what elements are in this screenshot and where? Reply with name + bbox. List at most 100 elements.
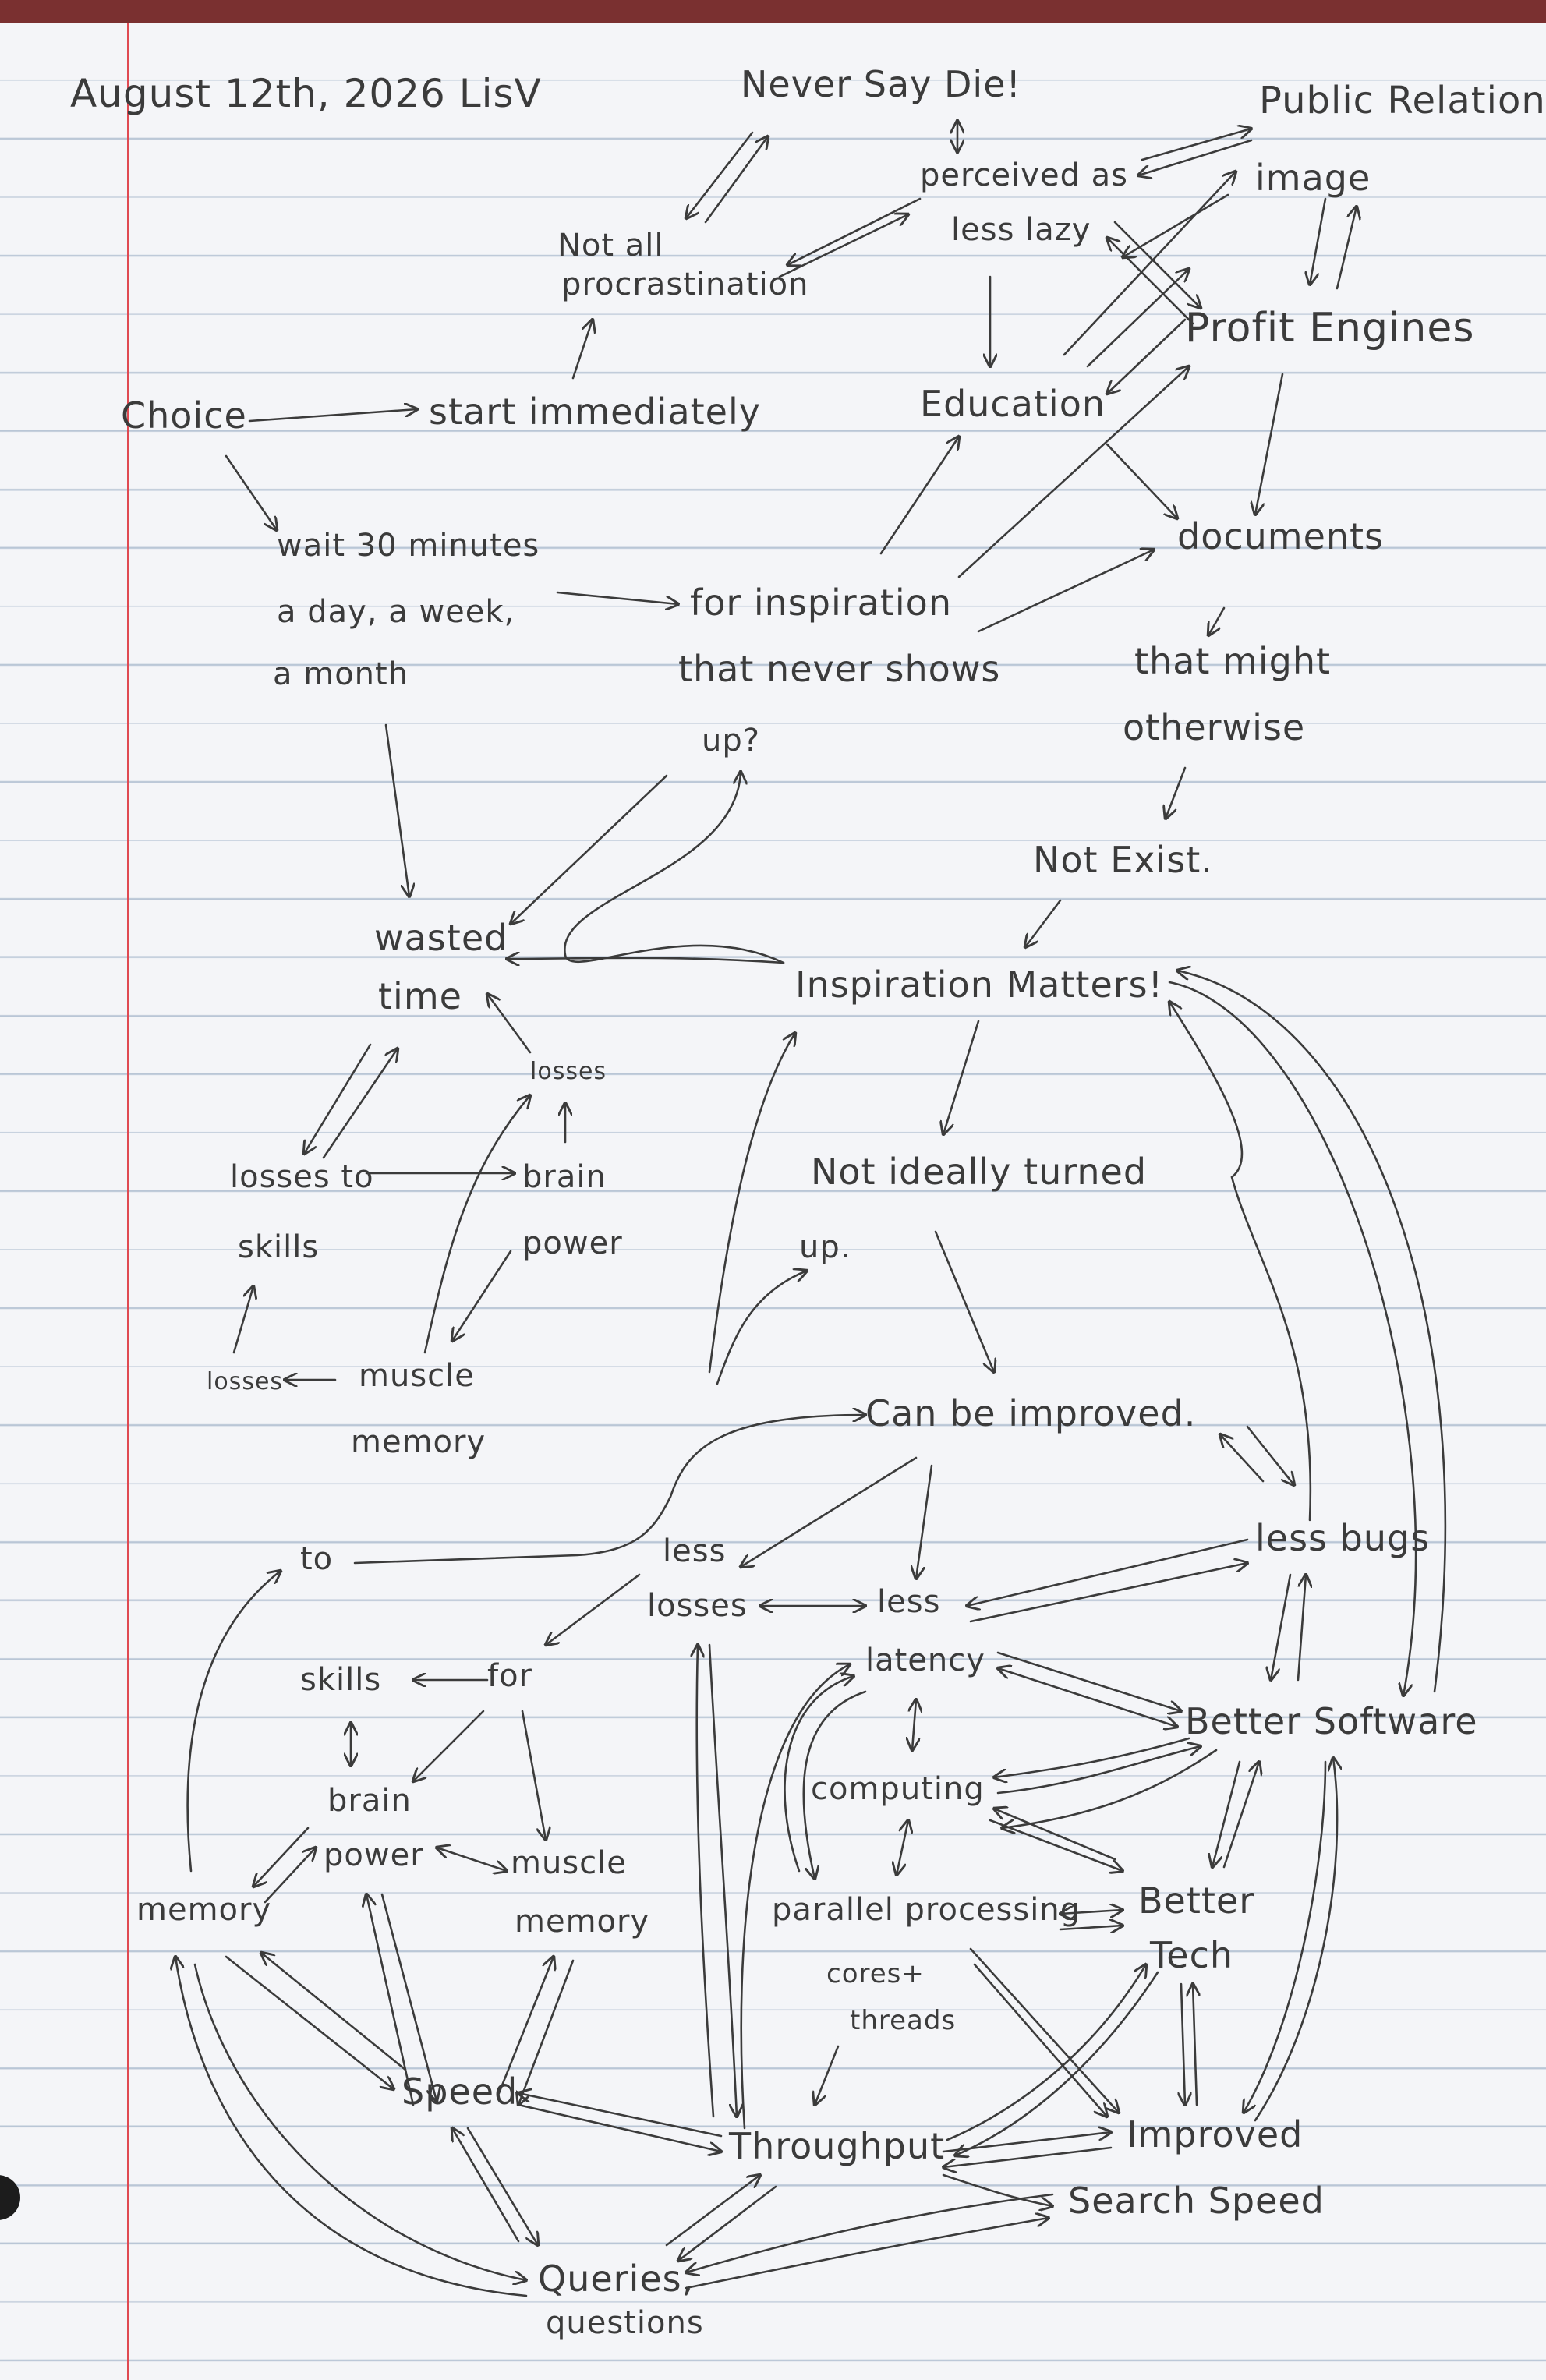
node-latency: latency — [865, 1643, 985, 1678]
date-note: August 12th, 2026 LisV — [70, 71, 542, 116]
node-skills-top: skills — [238, 1229, 320, 1265]
arrow-not-exist-to-inspiration — [1025, 899, 1062, 947]
arrow-computing-to-better-software — [996, 1746, 1201, 1795]
arrow-improved-to-less — [916, 1464, 933, 1579]
arrow-better-software-to-improved — [1244, 1760, 1327, 2113]
arrow-profit-to-documents — [1255, 373, 1284, 515]
arrow-better-tech-to-computing — [994, 1809, 1116, 1861]
node-skills-low: skills — [300, 1662, 382, 1698]
node-for: for — [487, 1658, 532, 1694]
arrow-inspiration-to-wasted — [507, 958, 785, 963]
arrow-inspiration-to-documents — [977, 550, 1154, 633]
node-threads: threads — [850, 2005, 957, 2036]
node-losses-mid: losses — [647, 1588, 748, 1624]
node-brain-low: brain — [327, 1783, 412, 1819]
node-image: image — [1255, 157, 1371, 199]
arrow-latency-to-computing — [802, 1690, 867, 1879]
arrow-losses-left-to-skills — [232, 1286, 253, 1354]
arrow-speed-to-memory-right — [518, 1959, 575, 2105]
node-not-all: Not all — [557, 228, 664, 263]
node-memory-top: memory — [351, 1424, 486, 1460]
node-up-question: up? — [702, 723, 760, 759]
arrow-education-to-documents — [1106, 443, 1177, 518]
arrow-parallel-better-2 — [1059, 1926, 1123, 1929]
arrow-tech-to-throughput — [955, 1971, 1159, 2155]
arrow-power-to-speed — [380, 1893, 437, 2101]
arrow-wait-to-wasted — [384, 723, 409, 896]
node-wait-30-minutes: wait 30 minutes — [277, 528, 540, 564]
arrow-education-to-profit — [1086, 269, 1189, 368]
arrow-to-less-to-improved — [353, 1415, 865, 1565]
node-public-relations: Public Relations — [1259, 79, 1546, 122]
arrow-less-to-up — [716, 1271, 807, 1385]
arrow-pr-to-perceived — [1138, 139, 1253, 175]
page-margin — [0, 0, 234, 2380]
node-search-speed: Search Speed — [1068, 2180, 1325, 2222]
node-cores: cores+ — [826, 1958, 925, 1989]
arrow-speed-to-queries — [466, 2127, 538, 2245]
arrow-tech-to-improved — [1181, 1982, 1185, 2105]
arrow-throughput-to-improved — [942, 2132, 1111, 2153]
node-tech: Tech — [1150, 1934, 1234, 1976]
node-time: time — [378, 975, 462, 1017]
arrow-documents-to-that-might — [1208, 606, 1226, 635]
node-education: Education — [920, 383, 1106, 425]
arrow-for-to-brain — [413, 1710, 485, 1781]
arrow-profit-to-lazy — [1107, 238, 1194, 325]
node-procrastination: procrastination — [561, 267, 809, 302]
node-that-never-shows: that never shows — [678, 648, 1001, 690]
node-documents: documents — [1177, 515, 1385, 557]
node-muscle-top: muscle — [359, 1358, 475, 1394]
arrow-less-bugs-to-improved — [1246, 1425, 1294, 1485]
arrow-losses-to-throughput — [708, 1643, 737, 2117]
node-memory-low: memory — [515, 1904, 650, 1940]
arrow-perceived-to-not-all — [787, 197, 922, 265]
node-a-month: a month — [273, 656, 409, 692]
arrow-speed-to-throughput — [517, 2103, 721, 2152]
arrow-improved-to-parallel — [973, 1963, 1107, 2117]
arrow-throughput-to-losses — [697, 1645, 715, 2118]
arrow-throughput-to-speed — [518, 2093, 723, 2138]
arrow-losses-to-skills — [546, 1573, 641, 1645]
arrow-profit-to-education — [1107, 318, 1187, 394]
arrow-computing-to-latency — [784, 1676, 854, 1873]
arrow-wait-to-inspiration — [556, 591, 678, 604]
arrow-computing-parallel — [897, 1820, 908, 1875]
arrow-queries-to-search — [685, 2218, 1049, 2290]
node-losses-to: losses to — [230, 1159, 374, 1195]
node-never-say-die: Never Say Die! — [741, 63, 1021, 105]
node-a-day-a-week: a day, a week, — [277, 594, 515, 630]
arrow-speed-to-memory — [261, 1953, 407, 2071]
arrow-bugs-to-inspiration — [1169, 1002, 1312, 1522]
node-choice: Choice — [121, 394, 247, 437]
node-improved: Improved — [1127, 2113, 1304, 2155]
arrow-never-say-die-to-procrastination — [686, 131, 754, 218]
arrow-throughput-to-queries — [678, 2185, 777, 2261]
node-not-exist: Not Exist. — [1033, 839, 1213, 881]
arrow-memory-to-queries — [193, 1963, 526, 2280]
arrow-improved-to-tech — [1193, 1984, 1197, 2106]
arrow-image-to-profit — [1310, 197, 1327, 285]
arrow-improved-to-less-bugs — [1220, 1434, 1265, 1483]
node-less-mid: less — [877, 1584, 941, 1620]
node-brain-top: brain — [522, 1159, 607, 1195]
node-wasted: wasted — [374, 917, 508, 959]
arrow-up-to-wasted — [511, 774, 668, 924]
arrow-better-software-to-inspiration — [1177, 971, 1447, 1693]
arrow-latency-computing — [912, 1699, 916, 1750]
node-perceived-as: perceived as — [920, 157, 1129, 193]
node-start-immediately: start immediately — [429, 391, 761, 433]
arrow-parallel-better — [1060, 1910, 1123, 1914]
arrow-better-software-to-computing — [994, 1737, 1190, 1777]
arrow-otherwise-to-not-exist — [1166, 766, 1187, 819]
arrow-losses-to-wasted — [487, 994, 532, 1054]
arrow-queries-to-throughput — [665, 2175, 760, 2247]
node-speed: Speed — [402, 2071, 518, 2113]
arrow-improved-to-losses — [741, 1456, 918, 1567]
arrow-parallel-to-improved — [969, 1947, 1119, 2113]
arrow-power-muscle — [437, 1848, 507, 1871]
arrow-less-to-inspiration — [708, 1033, 795, 1374]
arrow-memory-to-speed — [225, 1955, 394, 2089]
node-otherwise: otherwise — [1123, 706, 1306, 748]
node-questions: questions — [546, 2305, 704, 2341]
